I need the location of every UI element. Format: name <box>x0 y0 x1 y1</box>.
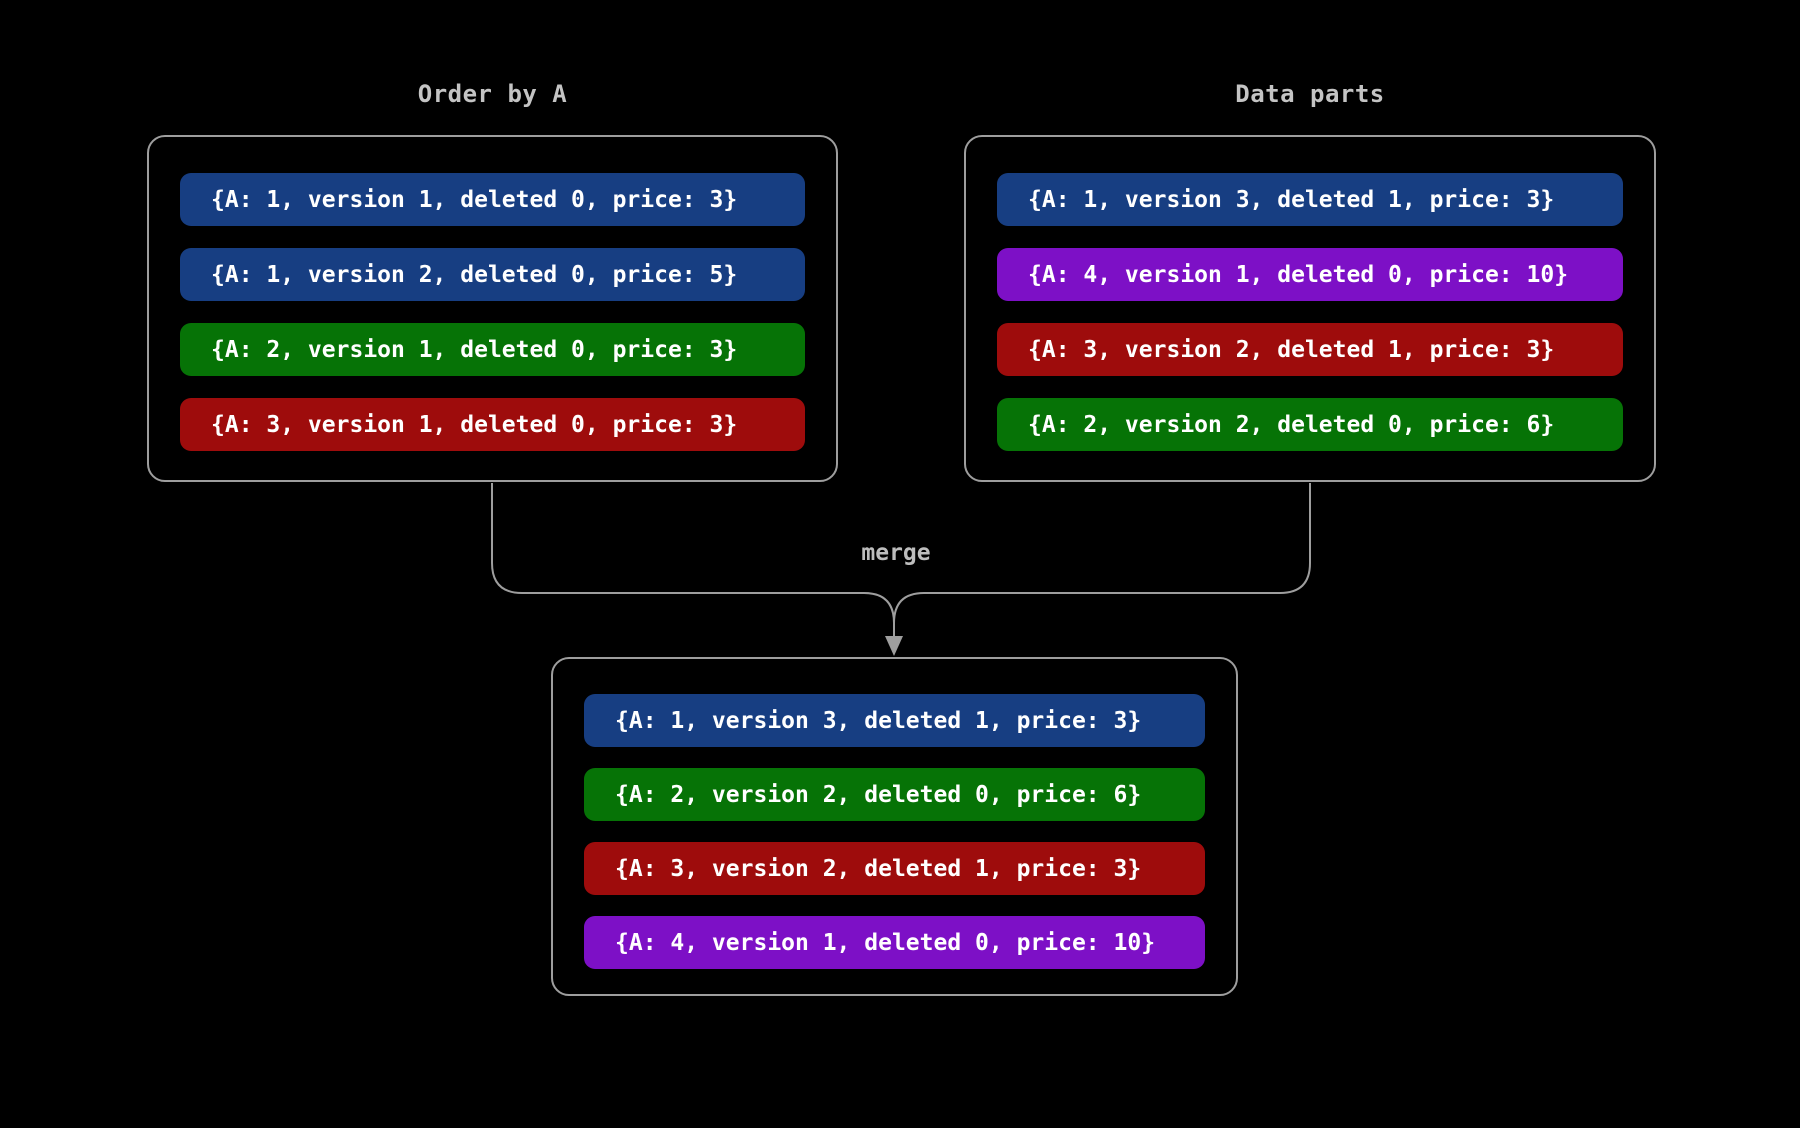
data-part-row: {A: 3, version 1, deleted 0, price: 3} <box>180 398 805 451</box>
data-part-row: {A: 1, version 2, deleted 0, price: 5} <box>180 248 805 301</box>
data-part-row: {A: 2, version 1, deleted 0, price: 3} <box>180 323 805 376</box>
merged-result-box: {A: 1, version 3, deleted 1, price: 3} {A… <box>551 657 1238 996</box>
data-parts-box: {A: 1, version 3, deleted 1, price: 3} {A… <box>964 135 1656 482</box>
data-part-row: {A: 3, version 2, deleted 1, price: 3} <box>997 323 1623 376</box>
data-part-row: {A: 1, version 3, deleted 1, price: 3} <box>997 173 1623 226</box>
data-part-row: {A: 4, version 1, deleted 0, price: 10} <box>584 916 1205 969</box>
data-part-row: {A: 3, version 2, deleted 1, price: 3} <box>584 842 1205 895</box>
order-by-a-box: {A: 1, version 1, deleted 0, price: 3} {A… <box>147 135 838 482</box>
arrowhead-icon <box>885 636 903 656</box>
order-by-a-title: Order by A <box>417 80 568 108</box>
data-parts-title: Data parts <box>1235 80 1385 108</box>
data-part-row: {A: 1, version 1, deleted 0, price: 3} <box>180 173 805 226</box>
merge-label: merge <box>861 540 931 566</box>
data-part-row: {A: 2, version 2, deleted 0, price: 6} <box>584 768 1205 821</box>
data-part-row: {A: 1, version 3, deleted 1, price: 3} <box>584 694 1205 747</box>
data-part-row: {A: 2, version 2, deleted 0, price: 6} <box>997 398 1623 451</box>
data-part-row: {A: 4, version 1, deleted 0, price: 10} <box>997 248 1623 301</box>
